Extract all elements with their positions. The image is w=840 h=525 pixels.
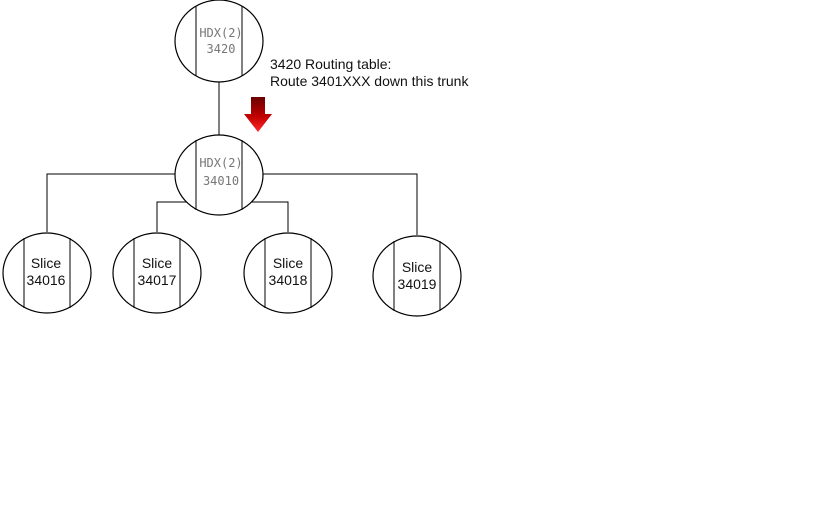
edge-hub-34018 bbox=[250, 201, 289, 232]
node-label-line1: Slice bbox=[402, 259, 433, 275]
node-label-line1: HDX(2) bbox=[199, 156, 242, 170]
edges bbox=[46, 82, 418, 235]
edge-hub-34019 bbox=[262, 173, 418, 235]
down-arrow-icon bbox=[244, 97, 272, 132]
node-hdx-34010: HDX(2) 34010 bbox=[174, 134, 264, 216]
node-slice-34017: Slice 34017 bbox=[112, 232, 202, 314]
node-label-line2: 34018 bbox=[269, 272, 308, 288]
node-label-line2: 34016 bbox=[27, 272, 66, 288]
node-label-line1: Slice bbox=[142, 255, 173, 271]
node-slice-34016: Slice 34016 bbox=[2, 232, 92, 314]
node-hdx-3420: HDX(2) 3420 bbox=[174, 0, 264, 83]
node-label-line2: 34019 bbox=[398, 276, 437, 292]
node-label-line2: 34017 bbox=[138, 272, 177, 288]
routing-annotation: 3420 Routing table: Route 3401XXX down t… bbox=[270, 56, 469, 89]
annotation-line2: Route 3401XXX down this trunk bbox=[270, 73, 469, 89]
edge-hub-34017 bbox=[156, 201, 195, 232]
node-slice-34019: Slice 34019 bbox=[372, 235, 462, 317]
node-label-line1: HDX(2) bbox=[199, 26, 242, 40]
node-slice-34018: Slice 34018 bbox=[243, 232, 333, 314]
node-label-line1: Slice bbox=[31, 255, 62, 271]
node-label-line2: 3420 bbox=[207, 42, 236, 56]
annotation-line1: 3420 Routing table: bbox=[270, 56, 391, 72]
node-label-line1: Slice bbox=[273, 255, 304, 271]
edge-hub-34016 bbox=[46, 173, 176, 232]
node-label-line2: 34010 bbox=[203, 174, 239, 188]
